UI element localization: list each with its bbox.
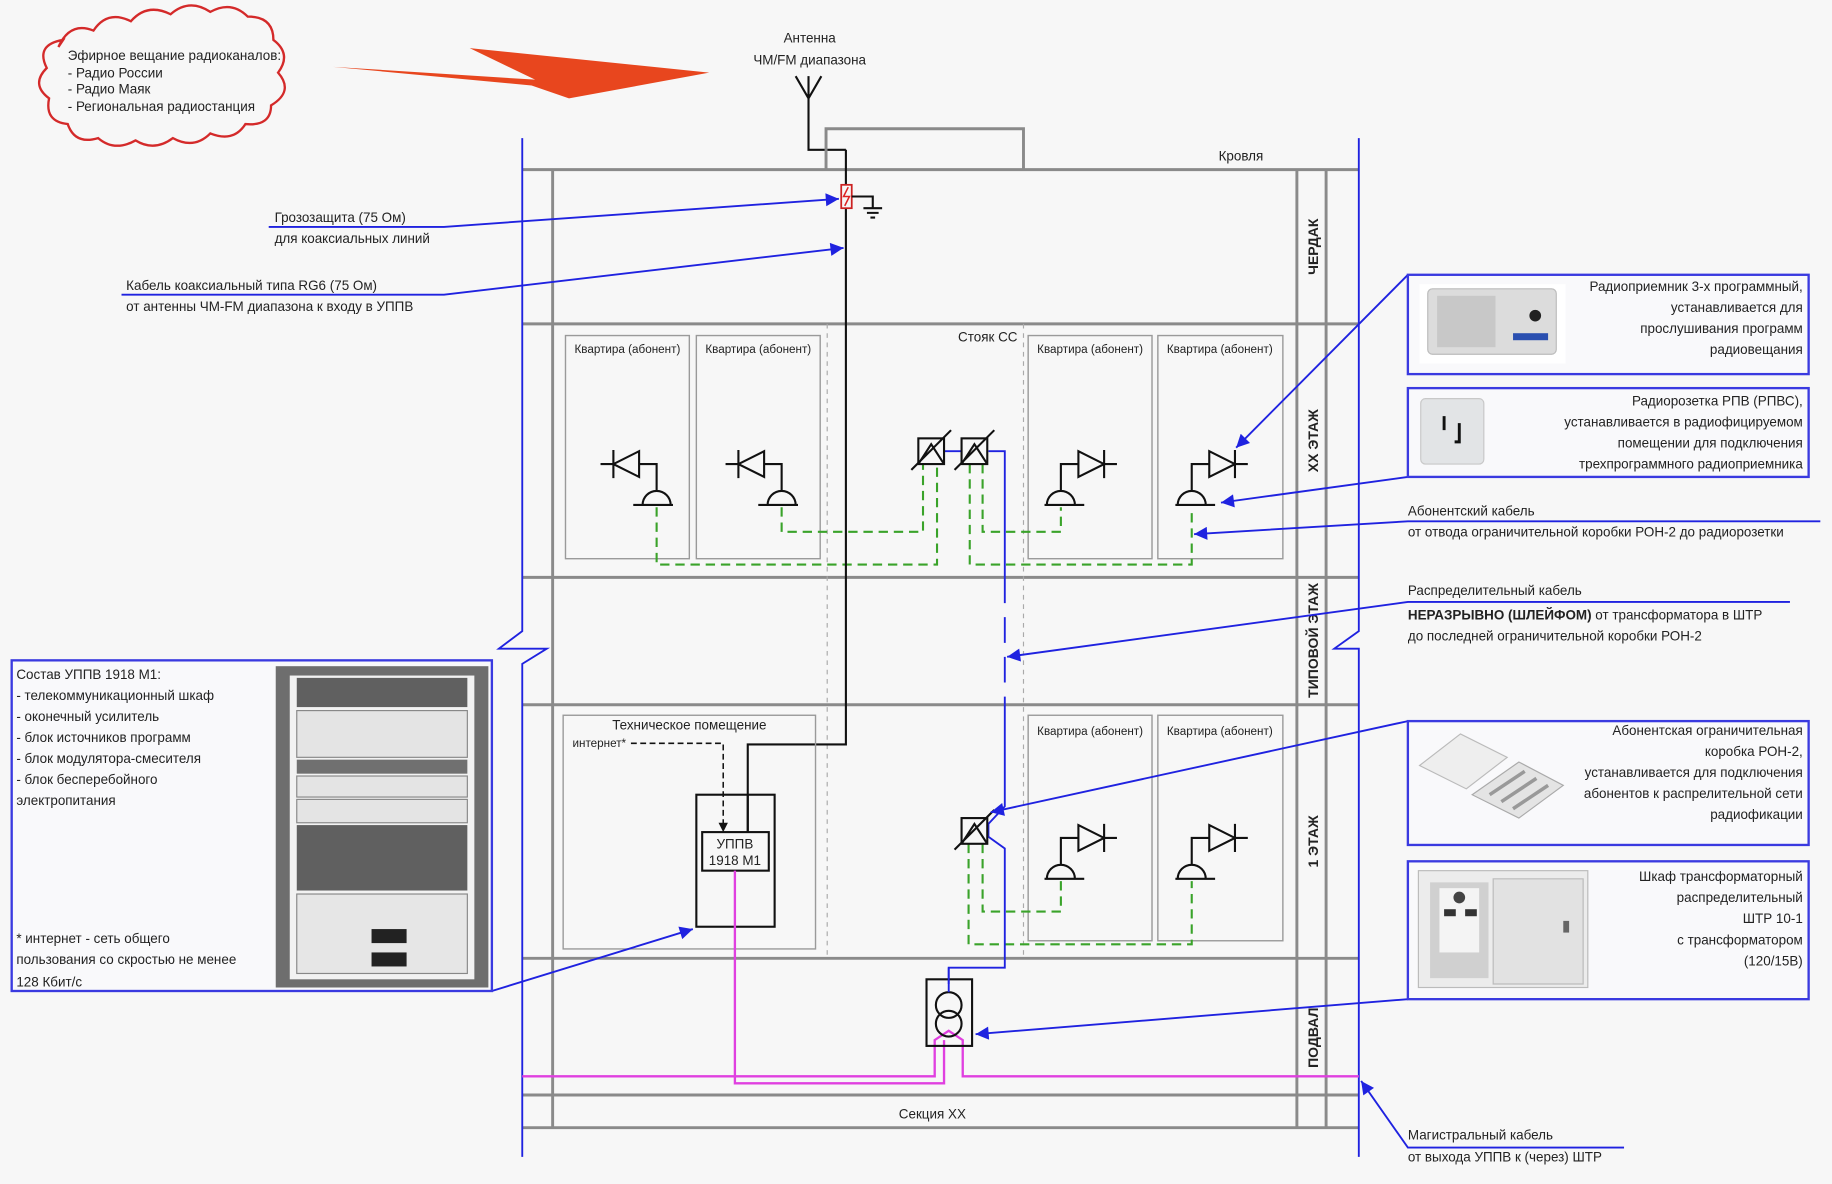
uppv-footnote: 128 Кбит/с [16,974,82,989]
subscriber-cable-sub: от отвода ограничительной коробки РОН-2 … [1408,525,1784,540]
riser-label: Стояк СС [958,329,1018,344]
radio-outlet-icon [1175,449,1248,507]
apartment-label: Квартира (абонент) [1037,343,1143,356]
ron2-box-icon [910,429,952,471]
distribution-cable-desc: НЕРАЗРЫВНО (ШЛЕЙФОМ) от трансформатора в… [1408,607,1763,622]
section-label: Секция ХХ [899,1106,966,1121]
lightning-protector-title: Грозозащита (75 Ом) [275,210,406,225]
subscriber-cable [655,464,1193,946]
ron2-text: устанавливается для подключения [1585,765,1803,780]
radio-outlet-icon [725,449,798,507]
radio-outlet-icon [1175,823,1248,880]
distribution-cable-title: Распределительный кабель [1408,583,1582,598]
receiver-text: Радиоприемник 3-х программный, [1589,279,1802,294]
floor-label-first: 1 ЭТАЖ [1305,815,1321,867]
ron2-info-box: Абонентская ограничительная коробка РОН-… [1406,719,1810,847]
socket-text: помещении для подключения [1618,436,1803,451]
ron2-box-icon [953,429,996,471]
radio-socket-photo [1420,398,1485,465]
shtr-photo [1417,870,1589,989]
radio-outlet-icon [600,449,673,507]
uppv-label: УППВ [717,836,754,851]
trunk-cable-title: Магистральный кабель [1408,1127,1553,1142]
distribution-cable-bold: НЕРАЗРЫВНО (ШЛЕЙФОМ) [1408,607,1592,622]
uppv-footnote: * интернет - сеть общего [16,931,169,946]
uppv-info-box: Состав УППВ 1918 М1: - телекоммуникацион… [10,659,494,993]
broadcast-cloud: Эфирное вещание радиоканалов: - Радио Ро… [37,4,286,147]
broadcast-item: - Радио Маяк [68,82,151,97]
shtr-text: с трансформатором [1677,932,1803,947]
shtr-text: ШТР 10-1 [1743,911,1803,926]
arrow-icon [718,822,728,833]
ron2-text: коробка РОН-2, [1705,744,1803,759]
distribution-cable [944,450,1006,578]
floor-label-typical: ТИПОВОЙ ЭТАЖ [1304,583,1321,698]
socket-text: трехпрограммного радиоприемника [1579,457,1803,472]
radio-outlet-icon [1044,449,1117,507]
socket-info-box: Радиорозетка РПВ (РПВС), устанавливается… [1406,386,1810,479]
trunk-cable [522,870,1359,1085]
broadcast-item: - Региональная радиостанция [68,99,255,114]
roof-label: Кровля [1219,148,1264,163]
distribution-cable-sub: до последней ограничительной коробки РОН… [1408,628,1702,643]
leader-lines [121,193,1821,1149]
uppv-composition-item: - блок источников программ [16,730,190,745]
broadcast-item: - Радио России [68,65,163,80]
coax-cable-title: Кабель коаксиальный типа RG6 (75 Ом) [126,278,377,293]
uppv-model: 1918 М1 [709,853,761,868]
antenna-label: Антенна [784,30,837,45]
lightning-protector-icon [840,183,883,219]
uppv-composition-item: - блок бесперебойного [16,772,157,787]
floor-label-xx: ХХ ЭТАЖ [1305,409,1321,472]
coax-cable [746,149,847,833]
uppv-composition-item: - оконечный усилитель [16,709,159,724]
apartments [564,334,1284,942]
trunk-cable-sub: от выхода УППВ к (через) ШТР [1408,1150,1602,1165]
radio-outlet-icon [1044,823,1117,880]
uppv-composition-title: Состав УППВ 1918 М1: [16,667,161,682]
uppv-composition-item: электропитания [16,793,115,808]
uppv-rack-photo [275,666,489,988]
shtr-info-box: Шкаф трансформаторный распределительный … [1406,860,1810,1001]
distribution-cable-rest: от трансформатора в ШТР [1592,607,1763,622]
ron2-photo [1418,733,1565,819]
tech-room [562,714,817,950]
broadcast-title: Эфирное вещание радиоканалов: [68,48,281,63]
uppv-composition-item: - блок модулятора-смесителя [16,751,201,766]
socket-text: устанавливается в радиофицируемом [1564,415,1802,430]
ron2-box-icon [953,809,996,851]
radio-receiver-photo [1419,284,1566,364]
uppv-footnote: пользования со скростью не менее [16,952,236,967]
ron2-text: абонентов к распрелительной сети [1584,786,1803,801]
apartment-label: Квартира (абонент) [705,343,811,356]
apartment-label: Квартира (абонент) [1167,725,1273,738]
ron2-text: радиофикации [1710,807,1803,822]
tech-room-title: Техническое помещение [612,717,766,732]
floor-label-attic: ЧЕРДАК [1305,218,1321,275]
floor-label-basement: ПОДВАЛ [1305,1008,1321,1068]
internet-label: интернет* [572,737,626,750]
lightning-protector-sub: для коаксиальных линий [275,231,430,246]
receiver-info-box: Радиоприемник 3-х программный, устанавли… [1406,273,1810,376]
apartment-label: Квартира (абонент) [1167,343,1273,356]
shtr-text: (120/15В) [1744,953,1803,968]
apartment-label: Квартира (абонент) [1037,725,1143,738]
shtr-text: распределительный [1677,890,1803,905]
building-frame [496,127,1360,1157]
lightning-bolt-icon [332,48,710,99]
socket-text: Радиорозетка РПВ (РПВС), [1632,394,1803,409]
receiver-text: радиовещания [1710,342,1803,357]
coax-cable-sub: от антенны ЧМ-FM диапазона к входу в УПП… [126,299,413,314]
receiver-text: устанавливается для [1671,300,1803,315]
shtr-text: Шкаф трансформаторный [1639,869,1803,884]
uppv-composition-item: - телекоммуникационный шкаф [16,688,214,703]
subscriber-cable-title: Абонентский кабель [1408,503,1535,518]
antenna-icon [794,75,846,151]
antenna-label-sub: ЧМ/FM диапазона [753,52,866,67]
internet-line [630,742,724,828]
apartment-label: Квартира (абонент) [574,343,680,356]
receiver-text: прослушивания программ [1640,321,1803,336]
ron2-text: Абонентская ограничительная [1612,723,1802,738]
